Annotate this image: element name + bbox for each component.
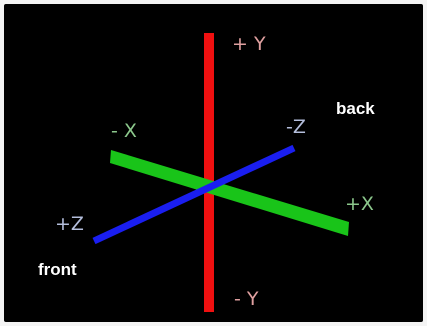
z-positive-label: +Z: [55, 213, 84, 235]
y-negative-label: - Y: [234, 288, 259, 310]
z-axis: [92, 144, 296, 245]
z-negative-label: -Z: [286, 116, 306, 138]
x-positive-label: +X: [345, 193, 374, 215]
x-axis: [110, 150, 349, 236]
x-negative-label: - X: [111, 120, 137, 142]
y-positive-label: + Y: [232, 33, 266, 55]
axes-diagram: + Y - Y - X +X -Z +Z back front: [38, 33, 375, 312]
front-label: front: [38, 260, 77, 279]
y-axis: [204, 33, 214, 312]
back-label: back: [336, 99, 375, 118]
diagram-frame: + Y - Y - X +X -Z +Z back front: [4, 4, 423, 322]
